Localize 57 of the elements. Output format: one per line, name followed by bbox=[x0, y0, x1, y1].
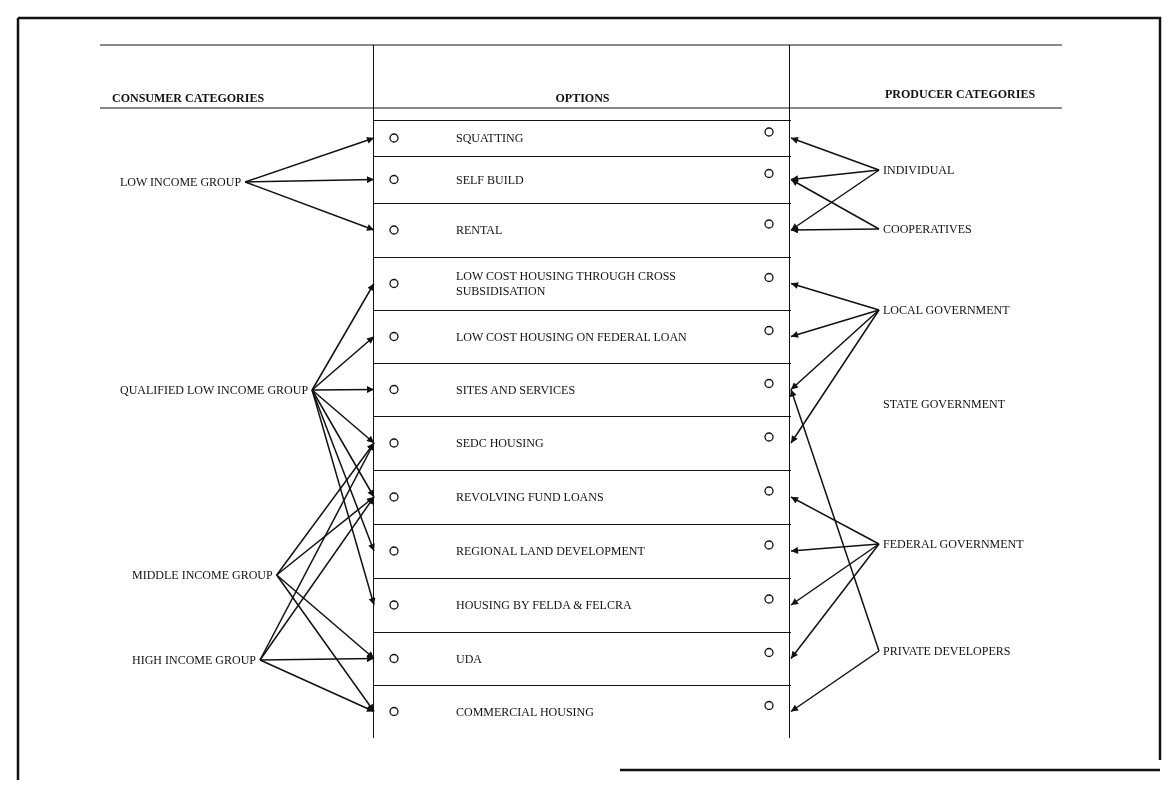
category-label: LOW INCOME GROUP bbox=[120, 175, 242, 190]
column-heading: CONSUMER CATEGORIES bbox=[112, 91, 265, 106]
arrow bbox=[790, 169, 880, 231]
arrow bbox=[789, 388, 880, 652]
option-row: LOW COST HOUSING ON FEDERAL LOAN bbox=[374, 310, 791, 363]
option-row: UDA bbox=[374, 632, 791, 685]
arrow bbox=[311, 389, 375, 444]
arrow bbox=[790, 178, 880, 230]
options-table bbox=[373, 45, 790, 738]
arrow bbox=[790, 137, 880, 171]
arrow bbox=[790, 309, 880, 338]
arrow bbox=[275, 574, 375, 713]
arrow bbox=[790, 496, 880, 545]
option-row: LOW COST HOUSING THROUGH CROSS SUBSIDISATION bbox=[374, 257, 791, 310]
category-label: INDIVIDUAL bbox=[883, 163, 955, 178]
category-label: COOPERATIVES bbox=[883, 222, 972, 237]
option-row: SQUATTING bbox=[374, 120, 791, 156]
arrow bbox=[311, 335, 375, 391]
option-row: COMMERCIAL HOUSING bbox=[374, 685, 791, 738]
arrow bbox=[275, 496, 375, 576]
arrow bbox=[790, 309, 880, 444]
option-row: REGIONAL LAND DEVELOPMENT bbox=[374, 524, 791, 578]
arrow bbox=[790, 282, 880, 311]
arrow bbox=[259, 496, 375, 661]
option-row: SELF BUILD bbox=[374, 156, 791, 203]
option-row: SEDC HOUSING bbox=[374, 416, 791, 470]
option-row: HOUSING BY FELDA & FELCRA bbox=[374, 578, 791, 632]
category-label: PRIVATE DEVELOPERS bbox=[883, 644, 1011, 659]
column-heading: PRODUCER CATEGORIES bbox=[885, 87, 1036, 102]
category-label: LOCAL GOVERNMENT bbox=[883, 303, 1010, 318]
arrow bbox=[311, 282, 375, 391]
option-row: SITES AND SERVICES bbox=[374, 363, 791, 416]
arrow bbox=[790, 543, 880, 606]
arrow bbox=[259, 659, 375, 713]
option-row: RENTAL bbox=[374, 203, 791, 257]
arrow bbox=[259, 655, 375, 663]
category-label: FEDERAL GOVERNMENT bbox=[883, 537, 1024, 552]
arrow bbox=[244, 176, 375, 184]
category-label: STATE GOVERNMENT bbox=[883, 397, 1006, 412]
arrow bbox=[790, 543, 880, 554]
category-label: HIGH INCOME GROUP bbox=[132, 653, 256, 668]
arrow bbox=[259, 442, 375, 661]
arrow bbox=[790, 543, 880, 660]
arrow bbox=[790, 309, 880, 391]
column-heading: OPTIONS bbox=[554, 91, 611, 106]
category-label: QUALIFIED LOW INCOME GROUP bbox=[120, 383, 309, 398]
arrow bbox=[790, 650, 880, 713]
arrow bbox=[311, 389, 376, 606]
arrow bbox=[244, 181, 375, 231]
category-label: MIDDLE INCOME GROUP bbox=[132, 568, 273, 583]
arrow bbox=[790, 169, 880, 183]
arrow bbox=[311, 389, 375, 498]
arrow bbox=[275, 442, 375, 576]
arrow bbox=[790, 226, 880, 234]
arrow bbox=[311, 386, 375, 394]
arrow bbox=[244, 136, 375, 183]
option-row: REVOLVING FUND LOANS bbox=[374, 470, 791, 524]
